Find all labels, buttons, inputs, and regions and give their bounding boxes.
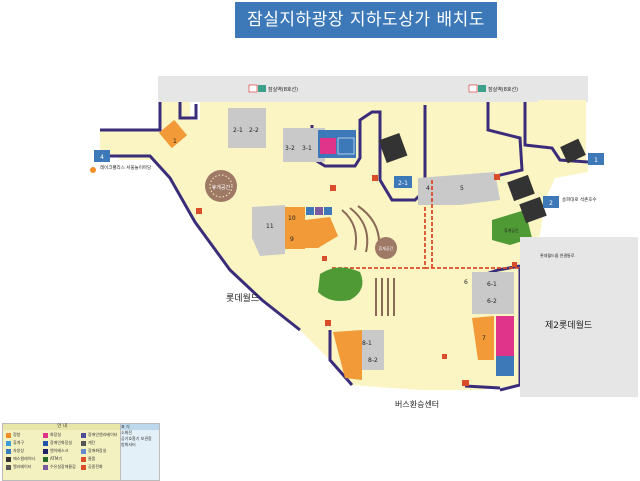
legend-item-9: 에스컬레이터 (6, 455, 35, 462)
store-11-label: 11 (266, 223, 274, 230)
store-9-ext[interactable] (305, 217, 338, 248)
svg-text:잠실역(8호선): 잠실역(8호선) (488, 86, 518, 93)
legend-item-0: 정청 (6, 431, 20, 438)
restroom-men-icon (337, 137, 355, 155)
store-11[interactable] (252, 205, 285, 256)
store-6[interactable] (472, 272, 514, 314)
legend-item-14: 공중전화 (81, 463, 103, 470)
rest-area-center[interactable] (375, 237, 397, 259)
bus-center-label: 버스환승센터 (395, 399, 439, 409)
store-8-1-label: 8-1 (362, 340, 372, 347)
lotte-connect-label: 롯데월드몰 연결통로 (540, 252, 575, 258)
store-6-label: 6 (464, 279, 468, 286)
legend-item-2: 장애인엔리베이터 (81, 431, 117, 438)
store-7-label: 7 (482, 335, 486, 342)
restroom-south[interactable] (496, 316, 514, 356)
escalator-exit1[interactable] (560, 138, 586, 164)
rest-area-center-label: 휴게공간 (379, 245, 394, 251)
store-3-2-label: 3-2 (285, 145, 295, 152)
exit-4-desc: 레이크팰리스 서울놀이마당 (100, 164, 151, 171)
legend-item-11: 물품 (81, 455, 95, 462)
exit-2-num: 2 (549, 200, 553, 207)
svg-text:잠실역(8호선): 잠실역(8호선) (268, 86, 298, 93)
store-10-label: 10 (288, 215, 296, 222)
legend-item-8: 장애화장실 (81, 447, 106, 454)
legend-item-3: 휴게구 (6, 439, 24, 446)
store-4-label: 4 (426, 185, 430, 192)
exit-2-1-badge[interactable] (394, 176, 412, 188)
nursing-icon (315, 207, 323, 215)
escalator-east-2[interactable] (519, 196, 547, 224)
legend-item-4: 장애인화장실 (43, 439, 72, 446)
bench-rows (375, 278, 395, 316)
lotte-world-label: 롯데월드 (226, 292, 259, 304)
store-5-label: 5 (460, 185, 464, 192)
store-4-5[interactable] (418, 172, 500, 205)
store-1-label: 1 (173, 138, 177, 145)
store-10[interactable] (285, 207, 305, 227)
fire-shutter-line (332, 180, 522, 269)
store-1[interactable] (158, 119, 188, 149)
store-8-2-label: 8-2 (368, 357, 378, 364)
rest-area-west-label: 휴게공간 (212, 184, 231, 191)
store-8[interactable] (362, 330, 384, 370)
legend-item-6: 자방상 (6, 447, 24, 454)
store-2-1-label: 2-1 (233, 127, 243, 134)
store-9-label: 9 (290, 236, 294, 243)
station-label-right[interactable]: 잠실역(8호선) (468, 84, 518, 93)
store-8-orange[interactable] (333, 330, 362, 380)
station-bar (158, 76, 588, 102)
legend-item-13: 수유실장애물갑 (43, 463, 76, 470)
exit-4-badge[interactable] (94, 150, 110, 162)
lotte-world-2-area (520, 237, 638, 397)
legend-mark-2: 방화셔터 (121, 442, 136, 447)
store-6-2-label: 6-2 (487, 298, 497, 305)
legend-item-12: 엘리베이터 (6, 463, 31, 470)
exit-2-1-num: 2-1 (398, 180, 408, 187)
legend-item-5: 계단 (81, 439, 95, 446)
legend-item-1: 화장실 (43, 431, 61, 438)
store-2-2-label: 2-2 (249, 127, 259, 134)
exit-1-num: 1 (594, 157, 598, 164)
legend-header: 안 내 (3, 424, 121, 430)
atm-icon (306, 207, 314, 215)
disabled-icon (324, 207, 332, 215)
escalator-east-1[interactable] (507, 174, 535, 202)
restroom-women-icon (320, 138, 336, 154)
legend-marks-header: 표 식 (121, 424, 159, 430)
exit-1-badge[interactable] (588, 153, 604, 165)
exit-2-desc: 송파대로 석촌호수 (562, 196, 597, 203)
store-6-1-label: 6-1 (487, 281, 497, 288)
green-area (318, 267, 363, 301)
legend-mark-1: 공기호흡기 보관함 (121, 436, 152, 441)
store-3-1-label: 3-1 (302, 145, 312, 152)
restroom-south-men[interactable] (496, 356, 514, 376)
escalator-2-1[interactable] (378, 132, 408, 164)
legend-item-7: 엔이베스크 (43, 447, 68, 454)
fire-hydrants (196, 174, 517, 386)
store-9[interactable] (285, 227, 305, 249)
page-title: 잠실지하광장 지하도상가 배치도 (235, 2, 497, 38)
exit-4-num: 4 (100, 154, 104, 161)
legend-mark-0: 소화전 (121, 430, 133, 435)
legend-item-10: ATM기 (43, 455, 62, 462)
station-label-left[interactable]: 잠실역(8호선) (248, 84, 298, 93)
store-2[interactable] (228, 108, 266, 148)
legend-marks-panel: 표 식 소화전 공기호흡기 보관함 방화셔터 (120, 423, 160, 481)
rest-area-east[interactable] (492, 210, 532, 245)
store-7[interactable] (472, 316, 494, 360)
lotte-world-2-label: 제2롯데월드 (545, 319, 592, 331)
exit-2-badge[interactable] (543, 196, 559, 208)
rest-area-east-label: 휴게공간 (504, 227, 519, 233)
exit-4-icon (90, 167, 96, 173)
west-corridor (100, 130, 166, 156)
